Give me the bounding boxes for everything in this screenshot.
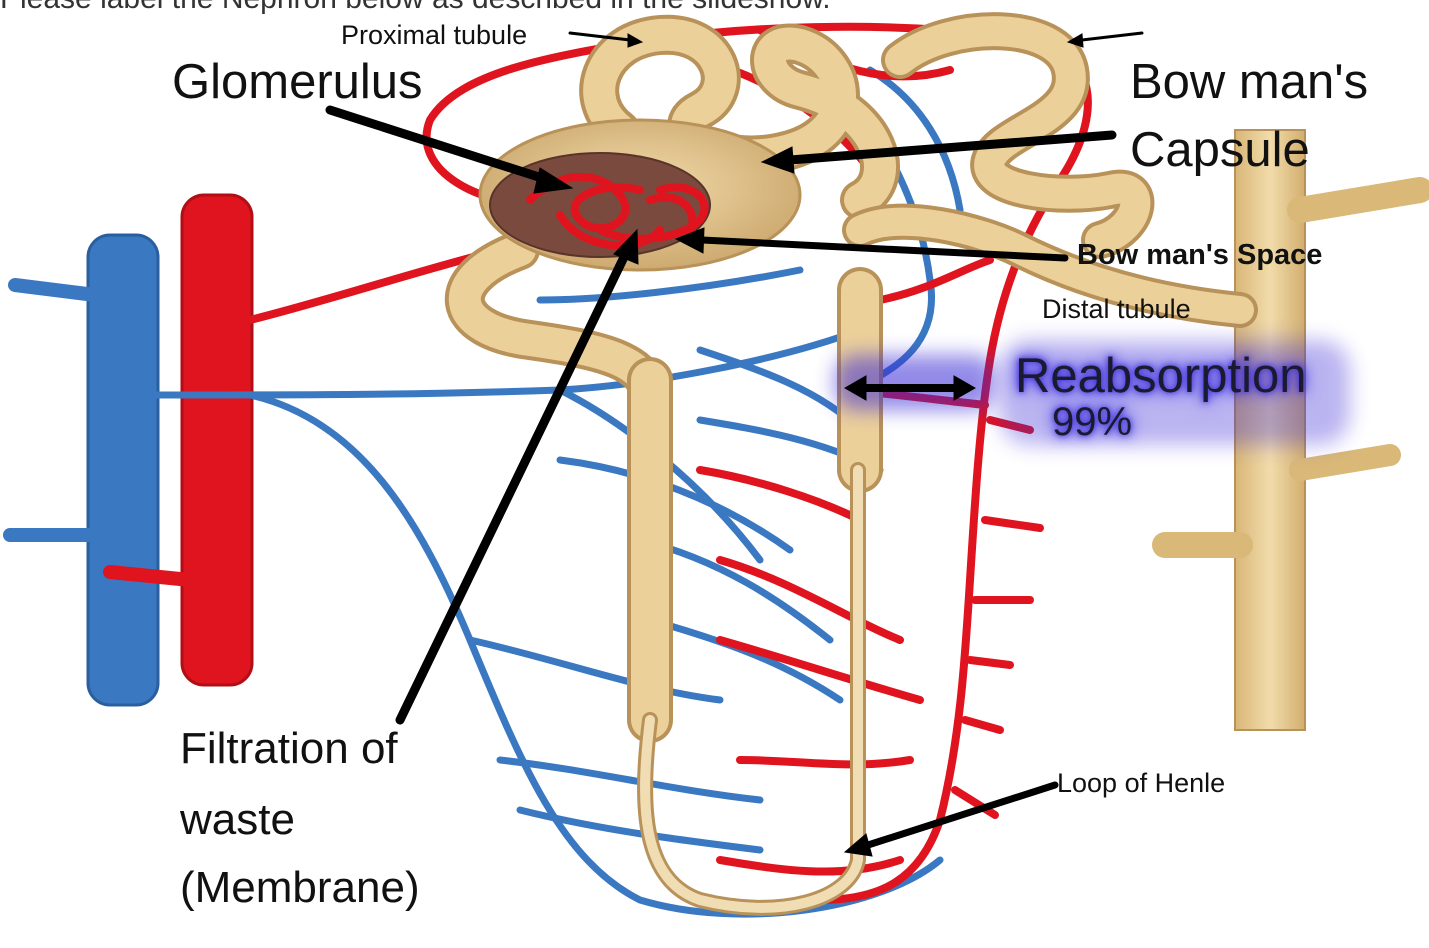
reabsorption-percent-label: 99% — [1052, 402, 1132, 442]
loop-of-henle-label: Loop of Henle — [1057, 770, 1225, 797]
bowmans-capsule-label-line1: Bow man's — [1130, 58, 1368, 107]
bowmans-space-label: Bow man's Space — [1077, 241, 1322, 270]
glomerulus-label: Glomerulus — [172, 58, 423, 107]
reabsorption-label: Reabsorption — [1015, 352, 1306, 401]
filtration-label-line3: (Membrane) — [180, 866, 420, 910]
distal-tubule-label: Distal tubule — [1042, 296, 1191, 323]
filtration-label-line1: Filtration of — [180, 727, 398, 771]
proximal-tubule-label: Proximal tubule — [341, 22, 527, 49]
bowmans-capsule — [480, 120, 800, 270]
filtration-label-line2: waste — [180, 798, 295, 842]
bowmans-capsule-label-line2: Capsule — [1130, 126, 1310, 175]
renal-vessels — [10, 195, 252, 705]
